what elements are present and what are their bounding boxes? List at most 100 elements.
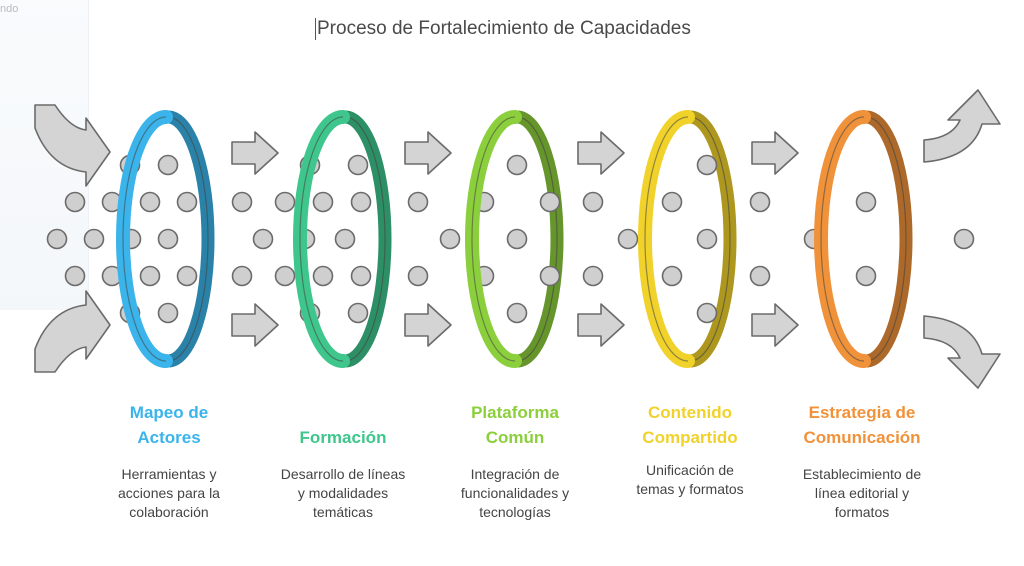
particle-26 [334,228,356,250]
particle-29 [350,265,372,287]
particle-45 [696,154,718,176]
step-1-desc-line-1: Herramientas y [121,466,217,482]
step-3-title-line-1: Plataforma [471,403,559,422]
ring-4-front [638,110,695,368]
step-4-title: Contenido Compartido [600,400,780,450]
particle-40 [539,265,561,287]
particle-31 [347,302,369,324]
ring-3-front-outline [471,116,516,362]
step-4-title-line-2: Compartido [642,428,738,447]
entry-arrow-bottom [34,290,111,373]
particle-46 [661,191,683,213]
particle-21 [347,154,369,176]
step-5-title: Estrategia de Comunicación [772,400,952,450]
particle-18 [231,265,253,287]
ring-5-front-outline [820,116,865,362]
arrow-group [34,89,1001,389]
step-5-desc-line-3: formatos [834,504,890,520]
ring-2-back-outline [344,116,386,362]
particle-55 [953,228,975,250]
exit-arrow-bottom [923,315,1001,389]
step-1-desc-line-3: colaboración [129,504,209,520]
step-5-desc-line-1: Establecimiento de [802,466,922,482]
step-2-description: Desarrollo de líneas y modalidades temát… [253,465,433,522]
connector-arrow-4 [404,303,452,347]
connector-arrow-5 [577,131,625,175]
ring-5-back [865,110,913,368]
particle-41 [506,302,528,324]
step-5-description: Establecimiento de línea editorial y for… [772,465,952,522]
step-3-description: Integración de funcionalidades y tecnolo… [425,465,605,522]
background-fragment-text: ndo [0,3,19,15]
ring-1-back-outline [167,116,209,362]
particle-3 [64,191,86,213]
step-5-desc-line-2: línea editorial y [814,485,910,501]
ring-front-layer [116,110,871,368]
ring-4-front-outline [644,116,689,362]
particle-22 [274,191,296,213]
step-3-title: Plataforma Común [425,400,605,450]
connector-arrow-3 [404,131,452,175]
step-3-desc-line-3: tecnologías [479,504,551,520]
step-2-title-line-1: Formación [299,428,387,447]
particle-5 [139,191,161,213]
step-2-title: Formación [253,425,433,450]
step-2-desc-line-2: y modalidades [297,485,389,501]
particle-2 [157,154,179,176]
ring-1-front-outline [122,116,167,362]
particle-47 [696,228,718,250]
particle-36 [506,154,528,176]
particle-16 [157,302,179,324]
ring-5-front [814,110,871,368]
particle-34 [439,228,461,250]
particle-33 [407,265,429,287]
particle-7 [46,228,68,250]
particle-10 [157,228,179,250]
entry-arrow-top [34,104,111,187]
particle-17 [231,191,253,213]
particle-37 [539,191,561,213]
particle-38 [506,228,528,250]
ring-3-back-outline [516,116,558,362]
particle-19 [252,228,274,250]
step-1-title: Mapeo de Actores [79,400,259,450]
particle-28 [312,265,334,287]
ring-2-front-outline [299,116,344,362]
particle-32 [407,191,429,213]
particle-27 [274,265,296,287]
particle-51 [749,265,771,287]
particle-23 [312,191,334,213]
step-3-desc-line-2: funcionalidades y [460,485,570,501]
particle-50 [749,191,771,213]
connector-arrow-6 [577,303,625,347]
step-3-title-line-2: Común [485,428,545,447]
particle-13 [139,265,161,287]
connector-arrow-1 [231,131,279,175]
particle-24 [350,191,372,213]
step-1-description: Herramientas y acciones para la colabora… [79,465,259,522]
exit-arrow-top [923,89,1001,163]
step-5-title-line-1: Estrategia de [808,403,916,422]
step-2-desc-line-1: Desarrollo de líneas [280,466,406,482]
particle-53 [855,191,877,213]
particle-11 [64,265,86,287]
step-4-title-line-1: Contenido [647,403,733,422]
step-3-desc-line-1: Integración de [470,466,560,482]
step-5-title-line-2: Comunicación [803,428,921,447]
ring-5-back-outline [865,116,907,362]
step-1-title-line-1: Mapeo de [129,403,209,422]
step-4-desc-line-1: Unificación de [646,462,734,478]
step-4-desc-line-2: temas y formatos [636,481,744,497]
particle-8 [83,228,105,250]
connector-arrow-2 [231,303,279,347]
step-1-desc-line-2: acciones para la [118,485,220,501]
particle-6 [176,191,198,213]
particle-44 [617,228,639,250]
connector-arrow-8 [751,303,799,347]
particle-43 [582,265,604,287]
particle-42 [582,191,604,213]
particle-group [46,154,975,324]
ring-4-back-outline [689,116,731,362]
step-2-desc-line-3: temáticas [313,504,373,520]
